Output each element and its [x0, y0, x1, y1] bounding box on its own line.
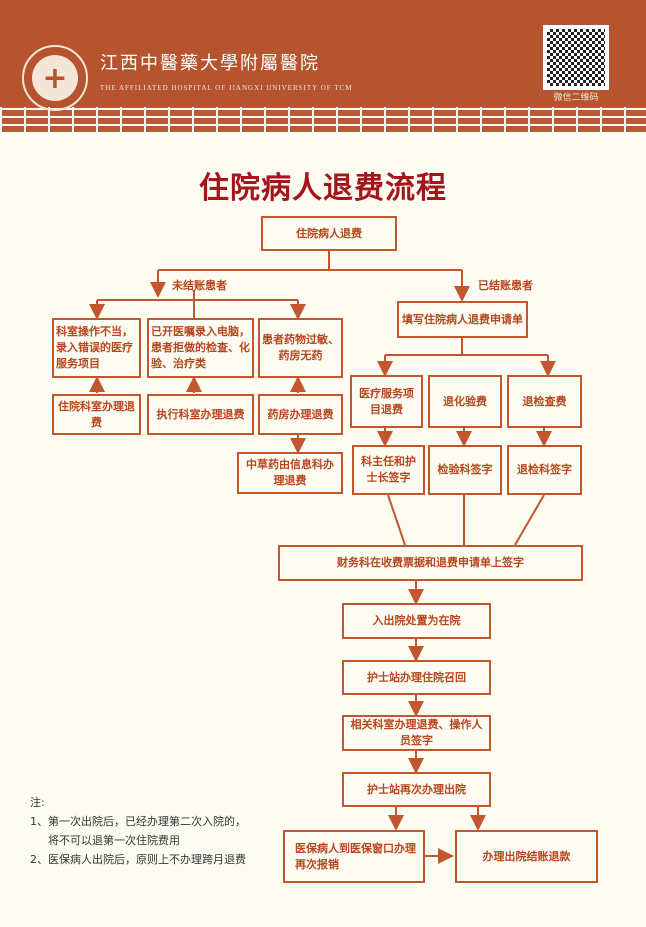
step-box: 入出院处置为在院: [342, 603, 491, 639]
settled-sign-box: 科主任和护士长签字: [352, 445, 425, 495]
herbal-refund-box: 中草药由信息科办理退费: [237, 452, 343, 494]
hospital-name-en: THE AFFILIATED HOSPITAL OF JIANGXI UNIVE…: [100, 84, 353, 92]
unsettled-handler-box: 药房办理退费: [258, 394, 343, 435]
unsettled-handler-box: 住院科室办理退费: [52, 394, 141, 435]
note-item: 将不可以退第一次住院费用: [48, 834, 180, 847]
unsettled-case-box: 科室操作不当，录入错误的医疗服务项目: [52, 318, 141, 378]
fret-border: [0, 107, 646, 134]
qr-label: 微信二维码: [553, 93, 599, 103]
apply-form-box: 填写住院病人退费申请单: [397, 301, 528, 338]
unsettled-case-box: 患者药物过敏、药房无药: [258, 318, 343, 378]
step-box: 护士站办理住院召回: [342, 660, 491, 695]
step-box: 护士站再次办理出院: [342, 772, 491, 807]
qr-code: [543, 25, 609, 90]
start-box: 住院病人退费: [261, 216, 397, 251]
hospital-logo: +: [22, 45, 88, 111]
page-title: 住院病人退费流程: [199, 171, 447, 206]
discharge-refund-box: 办理出院结账退款: [455, 830, 598, 883]
settled-sign-box: 退检科签字: [507, 445, 582, 495]
branch-settled-label: 已结账患者: [478, 279, 533, 292]
settled-item-box: 退检查费: [507, 375, 582, 428]
finance-sign-box: 财务科在收费票据和退费申请单上签字: [278, 545, 583, 581]
header: [0, 0, 646, 107]
settled-sign-box: 检验科签字: [428, 445, 502, 495]
unsettled-handler-box: 执行科室办理退费: [147, 394, 254, 435]
settled-item-box: 医疗服务项目退费: [350, 375, 423, 428]
insurance-reimburse-box: 医保病人到医保窗口办理再次报销: [283, 830, 425, 883]
notes-title: 注:: [30, 796, 45, 809]
note-item: 1、第一次出院后，已经办理第二次入院的，: [30, 815, 246, 828]
settled-item-box: 退化验费: [428, 375, 502, 428]
step-box: 相关科室办理退费、操作人员签字: [342, 715, 491, 751]
notes: 注: 1、第一次出院后，已经办理第二次入院的， 将不可以退第一次住院费用 2、医…: [30, 793, 246, 869]
note-item: 2、医保病人出院后，原则上不办理跨月退费: [30, 853, 246, 866]
hospital-name: 江西中醫藥大學附屬醫院: [100, 53, 320, 74]
unsettled-case-box: 已开医嘱录入电脑，患者拒做的检查、化验、治疗类: [147, 318, 254, 378]
branch-unsettled-label: 未结账患者: [172, 279, 227, 292]
